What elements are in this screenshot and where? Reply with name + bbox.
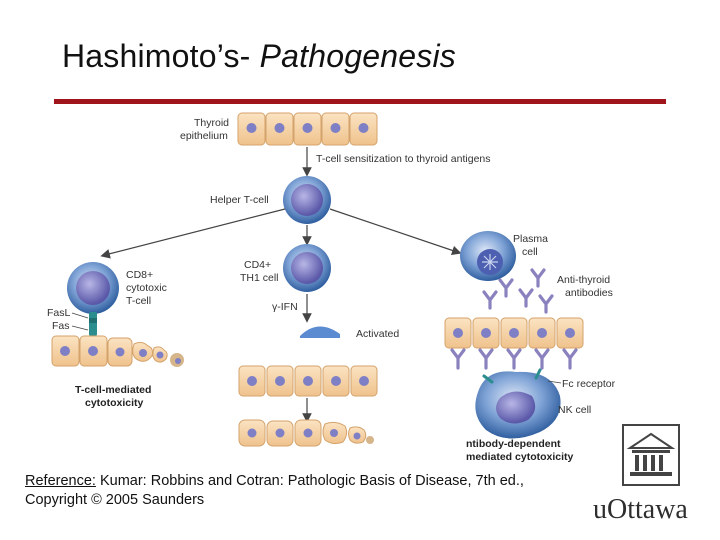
cd8-t-cell (67, 262, 119, 336)
mediated-cytotoxicity-label: mediated cytotoxicity (466, 451, 574, 463)
thyroid-epithelium-right (444, 317, 584, 349)
thyroid-epithelium-top (237, 112, 378, 146)
fasl-pointer (71, 312, 89, 319)
bound-antibodies (450, 348, 578, 370)
sensitization-label: T-cell sensitization to thyroid antigens (316, 153, 491, 165)
thyroid-epithelium-label: Thyroid (194, 117, 229, 129)
helper-t-cell-label: Helper T-cell (210, 194, 269, 206)
cd4-th1-cell (283, 244, 331, 292)
thyroid-epithelium-middle-damaged (238, 419, 374, 447)
slide-title: Hashimoto’s- Pathogenesis (62, 38, 456, 75)
copyright-line: Copyright © 2005 Saunders (25, 492, 205, 508)
fc-receptor-label: Fc receptor (562, 378, 616, 390)
ifn-label: γ-IFN (272, 301, 298, 313)
antibodies-label: antibodies (565, 287, 613, 299)
cytotoxic-label: cytotoxic (126, 282, 167, 294)
title-divider (54, 99, 666, 104)
th1-label: TH1 cell (240, 272, 279, 284)
arrow-to-plasma (329, 208, 462, 256)
nk-cell-label: NK cell (558, 404, 591, 416)
thyroid-epithelium-label-2: epithelium (180, 130, 228, 142)
uottawa-logo: uOttawa (593, 494, 688, 525)
helper-t-cell (283, 176, 331, 224)
fas-pointer (71, 325, 89, 331)
title-regular: Hashimoto’s- (62, 38, 260, 74)
plasma-label: Plasma (513, 233, 548, 245)
antibody-dependent-label: ntibody-dependent (466, 438, 561, 450)
tcell-label: T-cell (126, 295, 151, 307)
cd8-label: CD8+ (126, 269, 153, 281)
activated-label: Activated (356, 328, 399, 340)
tcell-mediated-label: T-cell-mediated (75, 384, 151, 396)
activated-macrophage (300, 326, 340, 338)
title-italic: Pathogenesis (259, 38, 456, 74)
reference-line: Reference: Kumar: Robbins and Cotran: Pa… (25, 473, 524, 489)
fc-pointer (547, 380, 562, 384)
nk-cell (475, 368, 561, 439)
thyroid-epithelium-middle (238, 365, 378, 397)
fasl-label: FasL (47, 307, 71, 319)
cd4-label: CD4+ (244, 259, 271, 271)
anti-thyroid-label: Anti-thyroid (557, 274, 610, 286)
reference-text: Kumar: Robbins and Cotran: Pathologic Ba… (95, 473, 524, 489)
cell-label: cell (522, 246, 538, 258)
uottawa-crest-icon (622, 424, 680, 486)
arrow-to-cd8 (100, 208, 286, 259)
thyroid-epithelium-left (51, 335, 184, 367)
reference-label: Reference: (25, 473, 96, 489)
tcell-cytotoxicity-label: cytotoxicity (85, 397, 144, 409)
anti-thyroid-antibodies (482, 268, 554, 314)
plasma-cell (460, 231, 516, 281)
fas-label: Fas (52, 320, 70, 332)
